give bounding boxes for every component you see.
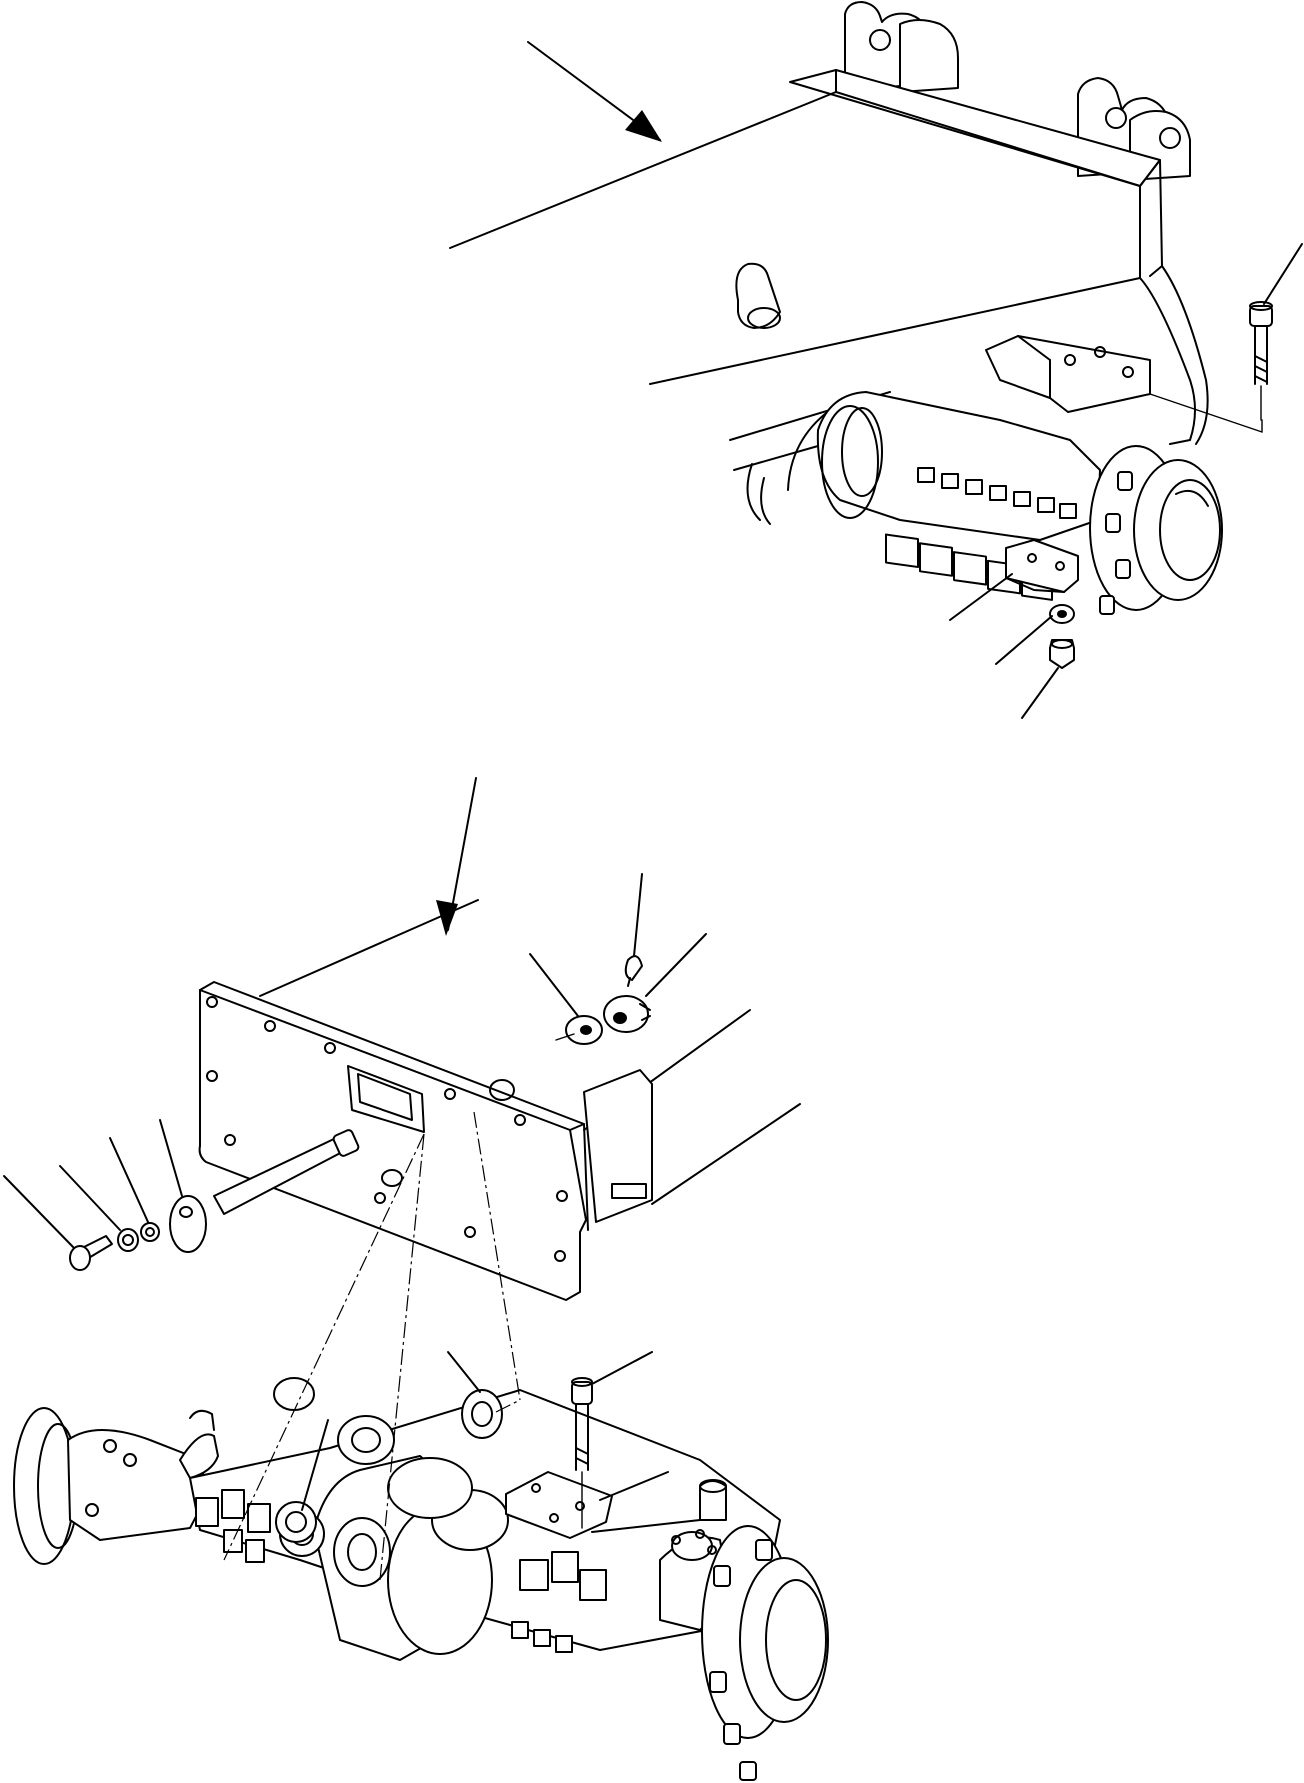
upper-assembly [449, 1, 1303, 719]
lower-leader-lines [3, 873, 707, 1511]
axle-mounting-plate [198, 899, 801, 1301]
axle-bracket-plate [1005, 539, 1079, 593]
wheel-hub [1089, 445, 1223, 615]
upper-nut [1049, 639, 1075, 669]
upper-washer [1049, 604, 1075, 624]
lower-assembly [3, 777, 829, 1781]
pin-washer-large [140, 1222, 160, 1242]
lower-bolt [571, 1377, 593, 1471]
assembly-guide-lines [223, 1111, 583, 1581]
rear-axle [13, 1377, 829, 1781]
thrust-washer [555, 1015, 603, 1045]
pivot-pin [169, 1129, 360, 1253]
cotter-pin [624, 955, 643, 987]
chassis-frame-beam [449, 69, 1263, 445]
lower-bracket-plate [505, 1471, 613, 1539]
pin-bolt [69, 1235, 113, 1271]
upper-pointer-arrow [527, 41, 662, 142]
bushing-rear [461, 1389, 503, 1439]
upper-bolt [1249, 301, 1273, 421]
axle-gear-teeth [195, 1489, 607, 1653]
lower-pointer-arrow [436, 777, 477, 936]
bushing-front [275, 1501, 317, 1543]
gear-teeth-row [885, 467, 1077, 601]
castle-nut [603, 995, 651, 1033]
upper-leader-lines [949, 243, 1303, 719]
pin-washer-small [117, 1228, 139, 1252]
upper-axle-housing [729, 391, 1223, 615]
